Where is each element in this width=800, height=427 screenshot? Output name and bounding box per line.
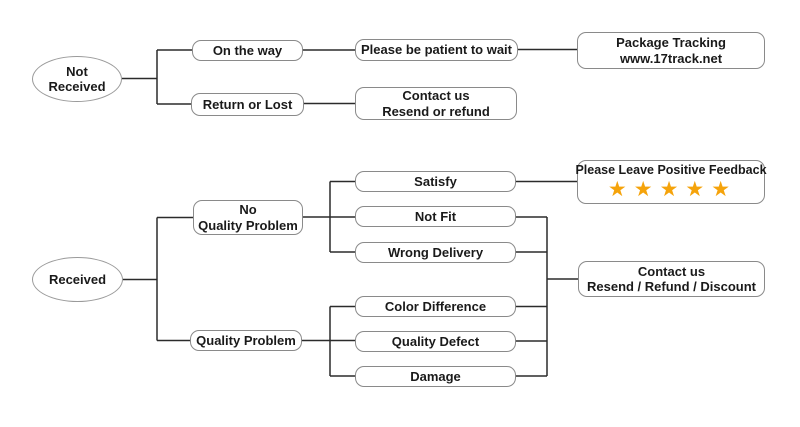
node-package-tracking-line1: Package Tracking: [616, 35, 726, 50]
five-star-rating-icon: ★★★★★: [607, 178, 738, 202]
node-be-patient-label: Please be patient to wait: [361, 42, 512, 58]
node-return-or-lost-label: Return or Lost: [202, 96, 293, 112]
node-contact-resend-refund-line2: Resend or refund: [382, 103, 490, 119]
node-on-the-way: On the way: [192, 40, 303, 61]
node-quality-defect-label: Quality Defect: [391, 333, 480, 349]
node-wrong-delivery: Wrong Delivery: [355, 242, 516, 263]
node-contact-resend-refund: Contact us Resend or refund: [355, 87, 517, 120]
node-wrong-delivery-label: Wrong Delivery: [387, 244, 484, 260]
node-not-received-line1: Not: [66, 63, 88, 79]
node-package-tracking-line2: www.17track.net: [619, 50, 723, 66]
node-positive-feedback: Please Leave Positive Feedback ★★★★★: [575, 160, 767, 204]
node-not-fit-label: Not Fit: [414, 208, 457, 224]
node-return-or-lost: Return or Lost: [191, 93, 304, 116]
node-be-patient: Please be patient to wait: [355, 39, 518, 61]
node-package-tracking: Package Tracking www.17track.net: [577, 32, 765, 69]
node-not-received: Not Received: [32, 56, 122, 102]
node-color-difference-label: Color Difference: [384, 298, 487, 314]
node-no-quality-problem-line2: Quality Problem: [198, 217, 298, 233]
node-satisfy-label: Satisfy: [414, 173, 457, 189]
node-received-label: Received: [48, 271, 107, 287]
node-damage-label: Damage: [410, 368, 461, 384]
node-satisfy: Satisfy: [355, 171, 516, 192]
node-contact-discount-line1: Contact us: [637, 263, 706, 279]
node-quality-problem-label: Quality Problem: [196, 332, 296, 348]
node-no-quality-problem: No Quality Problem: [193, 200, 303, 235]
node-damage: Damage: [355, 366, 516, 387]
node-quality-defect: Quality Defect: [355, 331, 516, 352]
node-not-received-line2: Received: [48, 79, 106, 94]
node-contact-resend-refund-line1: Contact us: [402, 88, 470, 103]
node-quality-problem: Quality Problem: [190, 330, 302, 351]
node-not-fit: Not Fit: [355, 206, 516, 227]
node-on-the-way-label: On the way: [212, 42, 283, 58]
node-received: Received: [32, 257, 123, 302]
node-contact-discount: Contact us Resend / Refund / Discount: [578, 261, 765, 297]
node-color-difference: Color Difference: [355, 296, 516, 317]
node-no-quality-problem-line1: No: [239, 202, 257, 217]
node-positive-feedback-label: Please Leave Positive Feedback: [575, 162, 767, 177]
node-contact-discount-line2: Resend / Refund / Discount: [586, 279, 756, 294]
